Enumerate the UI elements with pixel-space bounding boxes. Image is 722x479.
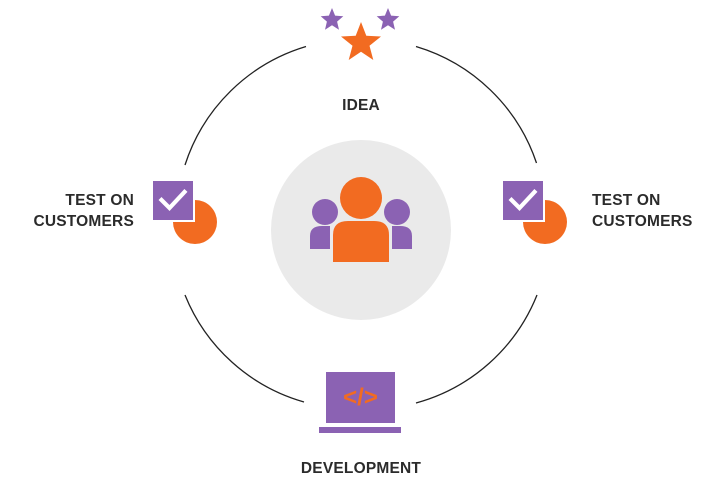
cycle-arc-top-right	[415, 45, 538, 164]
cycle-arc-top-left	[184, 45, 307, 166]
laptop-base	[319, 427, 401, 433]
laptop-code-glyph: </>	[343, 384, 378, 411]
laptop-code-icon: </>	[319, 372, 401, 433]
cycle-arcs	[184, 45, 538, 404]
star-small-right	[376, 8, 400, 30]
team-people-icon	[310, 177, 412, 262]
star-large	[341, 22, 381, 60]
stars-icon	[320, 8, 400, 60]
checklist-chart-icon	[153, 181, 217, 244]
stage-label-test-left: TEST ON CUSTOMERS	[33, 192, 134, 230]
checklist-chart-icon	[503, 181, 567, 244]
laptop-screen	[326, 372, 395, 423]
cycle-arc-bottom-right	[415, 294, 538, 404]
cycle-arc-bottom-left	[184, 294, 305, 403]
stage-label-test-right: TEST ON CUSTOMERS	[592, 192, 693, 230]
stage-label-idea: IDEA	[342, 97, 380, 114]
star-small-left	[320, 8, 344, 30]
stage-label-development: DEVELOPMENT	[300, 460, 422, 477]
